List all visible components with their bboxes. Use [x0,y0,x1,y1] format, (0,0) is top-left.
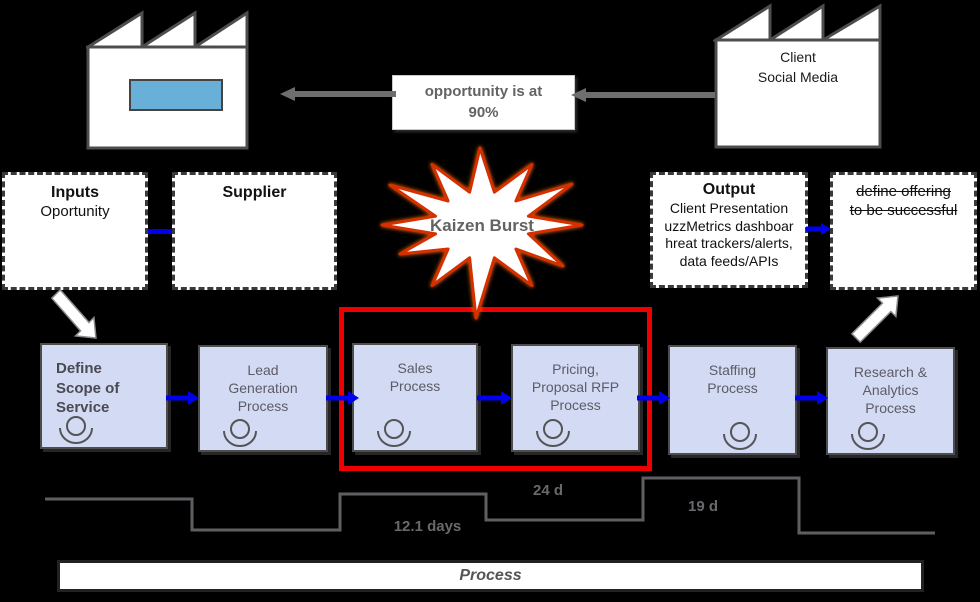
output-offering-arrow [806,223,831,235]
process-to-offering-arrow [850,295,899,344]
output-title: Output [702,181,756,198]
operator-icon [723,422,757,450]
kaizen-burst-star-icon [380,146,584,320]
inputs-title: Inputs [51,184,99,201]
highlight-frame [339,307,652,471]
define-offering-box: define offering to be successful [830,172,977,290]
operator-icon [223,419,257,447]
kaizen-burst: Kaizen Burst [372,140,592,322]
flow-arrow-5 [795,391,828,405]
factory-left-icon [86,10,249,150]
flow-arrow-4 [637,391,670,405]
operator-icon [377,419,411,447]
process-pricing-proposal: Pricing, Proposal RFP Process [511,344,640,452]
info-arrow-to-left-factory [280,87,396,101]
opportunity-note: opportunity is at 90% [392,75,575,130]
inputs-supplier-connector [148,229,172,234]
inputs-to-process-arrow [50,288,97,339]
supplier-box: Supplier [172,172,337,290]
process-band-label: Process [459,567,522,584]
process-sales: Sales Process [352,343,478,452]
flow-arrow-3 [477,391,512,405]
timeline-label-1: 12.1 days [393,518,462,535]
leadtime-ladder [45,476,935,535]
process-staffing: Staffing Process [668,345,797,455]
client-social-media-label: Client Social Media [757,49,839,85]
flow-arrow-1 [166,391,199,405]
note-line-1: opportunity is at [424,83,543,101]
operator-icon [851,422,885,450]
flow-arrow-2 [326,391,359,405]
factory-window [129,79,223,111]
kaizen-burst-label: Kaizen Burst [430,216,534,235]
note-line-2: 90% [468,103,499,121]
process-define-scope: Define Scope of Service [40,343,168,449]
info-arrow-from-client [571,88,715,102]
timeline-label-2: 24 d [532,482,563,499]
operator-icon [59,416,93,444]
timeline-label-3: 19 d [687,498,718,515]
process-research-analytics: Research & Analytics Process [826,347,955,455]
inputs-box: Inputs Oportunity [2,172,148,290]
inputs-subtitle: Oportunity [40,203,110,220]
output-box: Output Client Presentation uzzMetrics da… [650,172,808,288]
supplier-title: Supplier [222,184,287,201]
factory-right-icon [713,3,882,149]
process-band: Process [57,560,924,592]
process-lead-generation: Lead Generation Process [198,345,328,452]
operator-icon [536,419,570,447]
